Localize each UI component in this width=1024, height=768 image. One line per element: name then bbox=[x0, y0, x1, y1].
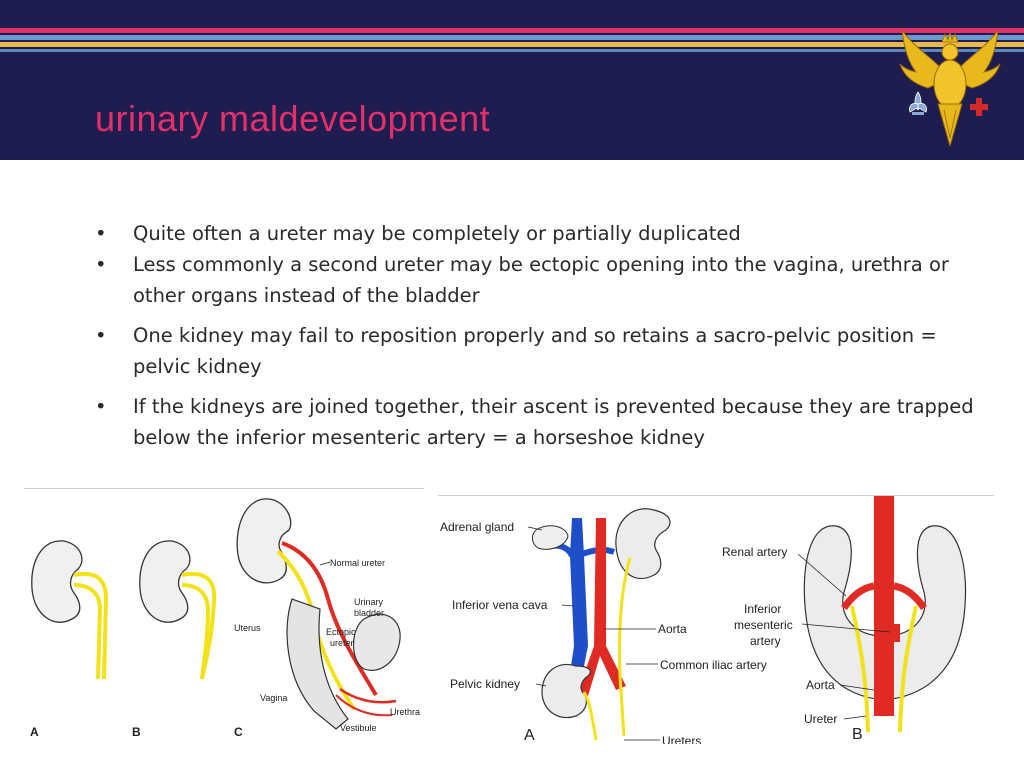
renal-artery-shape bbox=[893, 582, 927, 611]
header-stripe bbox=[0, 42, 1024, 47]
kidney-shape bbox=[615, 508, 671, 580]
label-pelvic-kidney: Pelvic kidney bbox=[450, 677, 520, 691]
eagle-crest-logo bbox=[899, 29, 1001, 146]
leader-line bbox=[561, 604, 575, 607]
label-aorta: Aorta bbox=[658, 622, 687, 636]
ureter-path bbox=[181, 583, 211, 680]
header-stripe bbox=[0, 35, 1024, 40]
panel-label: A bbox=[30, 725, 39, 739]
bullet-marker: • bbox=[95, 324, 107, 347]
horseshoe-kidney-shape bbox=[803, 525, 967, 701]
urethra-path bbox=[335, 694, 393, 717]
label-common-iliac-artery: Common iliac artery bbox=[660, 658, 767, 672]
renal-artery-shape bbox=[841, 582, 875, 611]
label-urinary-bladder: Urinary bbox=[354, 597, 384, 607]
bullet-item: • Less commonly a second ureter may be ec… bbox=[95, 249, 975, 311]
label-renal-artery: Renal artery bbox=[722, 545, 787, 559]
duplicated-ureter-illustration: Normal ureter Urinary bladder Uterus Ect… bbox=[30, 498, 420, 739]
label-urethra: Urethra bbox=[390, 707, 420, 717]
label-ureter: Ureter bbox=[804, 712, 837, 726]
bullet-marker: • bbox=[95, 253, 107, 276]
leader-line bbox=[797, 553, 847, 597]
pelvic-horseshoe-illustration: Adrenal gland Inferior vena cava Aorta C… bbox=[440, 496, 967, 748]
normal-ureter-path bbox=[281, 541, 378, 697]
leader-line bbox=[839, 684, 875, 691]
uterus-vagina-shape bbox=[286, 598, 349, 730]
bladder-shape bbox=[353, 613, 401, 671]
label-inferior-mesenteric-artery: mesenteric bbox=[734, 618, 793, 632]
duplicated-ureter-figure: Normal ureter Urinary bladder Uterus Ect… bbox=[24, 488, 424, 743]
bullet-item: • If the kidneys are joined together, the… bbox=[95, 391, 975, 453]
bullet-marker: • bbox=[95, 222, 107, 245]
leader-line bbox=[801, 623, 891, 633]
kidney-shape bbox=[139, 540, 191, 623]
label-vestibule: Vestibule bbox=[340, 723, 377, 733]
kidney-shape bbox=[236, 498, 292, 584]
leader-line bbox=[319, 561, 331, 566]
label-uterus: Uterus bbox=[234, 623, 261, 633]
urethra-path bbox=[339, 687, 397, 704]
label-ureters: Ureters bbox=[662, 734, 701, 744]
panel-label: C bbox=[234, 725, 243, 739]
fleur-de-lis-icon bbox=[909, 91, 927, 115]
pelvic-kidney-shape bbox=[541, 663, 591, 719]
vena-cava-shape bbox=[568, 518, 588, 686]
label-normal-ureter: Normal ureter bbox=[330, 558, 385, 568]
label-urinary-bladder: bladder bbox=[354, 608, 384, 618]
ureter-path bbox=[73, 583, 103, 680]
leader-line bbox=[843, 715, 867, 720]
bullet-list: • Quite often a ureter may be completely … bbox=[95, 218, 975, 453]
label-inferior-mesenteric-artery: artery bbox=[750, 634, 781, 648]
ureter-path bbox=[898, 605, 918, 733]
panel-label: B bbox=[852, 726, 863, 743]
label-ectopic-ureter: ureter bbox=[330, 638, 354, 648]
adrenal-gland-shape bbox=[531, 525, 569, 550]
bullet-text: If the kidneys are joined together, thei… bbox=[133, 395, 974, 449]
bullet-marker: • bbox=[95, 395, 107, 418]
label-inferior-vena-cava: Inferior vena cava bbox=[452, 598, 548, 612]
header-stripe bbox=[0, 49, 1024, 52]
bullet-text: Quite often a ureter may be completely o… bbox=[133, 222, 741, 245]
aorta-shape bbox=[578, 518, 626, 696]
slide-title: urinary maldevelopment bbox=[95, 98, 491, 139]
aorta-shape bbox=[874, 496, 894, 716]
ureter-path bbox=[617, 557, 632, 737]
bullet-text: One kidney may fail to reposition proper… bbox=[133, 324, 937, 378]
panel-label: A bbox=[524, 727, 535, 744]
label-ectopic-ureter: Ectopic bbox=[326, 627, 356, 637]
header-stripe bbox=[0, 28, 1024, 33]
panel-label: B bbox=[132, 725, 141, 739]
kidney-shape bbox=[31, 540, 83, 623]
label-inferior-mesenteric-artery: Inferior bbox=[744, 602, 781, 616]
bullet-item: • One kidney may fail to reposition prope… bbox=[95, 320, 975, 382]
ureter-path bbox=[73, 571, 109, 680]
pelvic-horseshoe-kidney-figure: Adrenal gland Inferior vena cava Aorta C… bbox=[438, 495, 994, 748]
label-adrenal-gland: Adrenal gland bbox=[440, 520, 514, 534]
ureter-path bbox=[582, 691, 598, 741]
ureter-path bbox=[850, 605, 870, 733]
leader-line bbox=[527, 526, 543, 531]
slide-header: urinary maldevelopment bbox=[0, 0, 1024, 160]
inferior-mesenteric-artery-shape bbox=[890, 624, 900, 642]
leader-line bbox=[535, 683, 547, 687]
bullet-text: Less commonly a second ureter may be ect… bbox=[133, 253, 949, 307]
bullet-item: • Quite often a ureter may be completely … bbox=[95, 218, 975, 249]
red-cross-icon bbox=[970, 98, 988, 116]
label-vagina: Vagina bbox=[260, 693, 287, 703]
label-aorta: Aorta bbox=[806, 678, 835, 692]
